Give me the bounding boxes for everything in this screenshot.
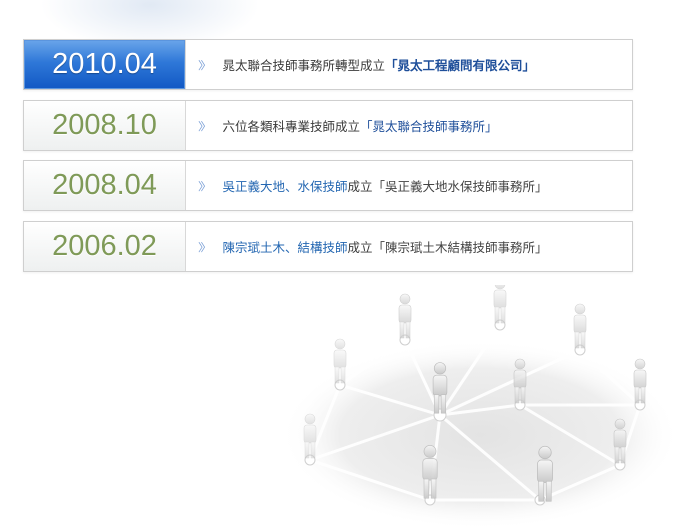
timeline-highlight: 「吳正義大地水保技師事務所」 <box>372 179 548 194</box>
timeline-highlight: 「陳宗珷土木結構技師事務所」 <box>372 240 548 255</box>
timeline-text: 成立 <box>347 240 373 255</box>
timeline-text: 六位各類科專業技師成立 <box>222 119 361 134</box>
double-chevron-right-icon: 〉〉 <box>198 240 211 254</box>
timeline-row-2008-04: 2008.04 〉〉 吳正義大地、水保技師 成立 「吳正義大地水保技師事務所」 <box>23 160 633 211</box>
timeline-row-2010-04: 2010.04 〉〉 晁太聯合技師事務所轉型成立 「晁太工程顧問有限公司」 <box>23 39 633 90</box>
timeline-date: 2008.10 <box>24 101 186 150</box>
timeline-highlight: 「晁太工程顧問有限公司」 <box>385 58 536 73</box>
people-network-icon <box>280 285 679 528</box>
timeline-date: 2008.04 <box>24 161 186 210</box>
timeline-text: 成立 <box>347 179 373 194</box>
timeline-description: 〉〉 晁太聯合技師事務所轉型成立 「晁太工程顧問有限公司」 <box>186 40 632 89</box>
timeline-text: 晁太聯合技師事務所轉型成立 <box>222 58 386 73</box>
timeline-highlight: 「晁太聯合技師事務所」 <box>360 119 498 134</box>
timeline-text-blue: 吳正義大地、水保技師 <box>222 179 348 194</box>
timeline-date: 2010.04 <box>24 40 186 89</box>
timeline-date: 2006.02 <box>24 222 186 271</box>
timeline-description: 〉〉 六位各類科專業技師成立 「晁太聯合技師事務所」 <box>186 101 632 150</box>
timeline-description: 〉〉 陳宗珷土木、結構技師 成立 「陳宗珷土木結構技師事務所」 <box>186 222 632 271</box>
double-chevron-right-icon: 〉〉 <box>198 119 211 133</box>
timeline-text-blue: 陳宗珷土木、結構技師 <box>222 240 348 255</box>
timeline-description: 〉〉 吳正義大地、水保技師 成立 「吳正義大地水保技師事務所」 <box>186 161 632 210</box>
double-chevron-right-icon: 〉〉 <box>198 58 211 72</box>
double-chevron-right-icon: 〉〉 <box>198 179 211 193</box>
timeline-row-2006-02: 2006.02 〉〉 陳宗珷土木、結構技師 成立 「陳宗珷土木結構技師事務所」 <box>23 221 633 272</box>
timeline-row-2008-10: 2008.10 〉〉 六位各類科專業技師成立 「晁太聯合技師事務所」 <box>23 100 633 151</box>
